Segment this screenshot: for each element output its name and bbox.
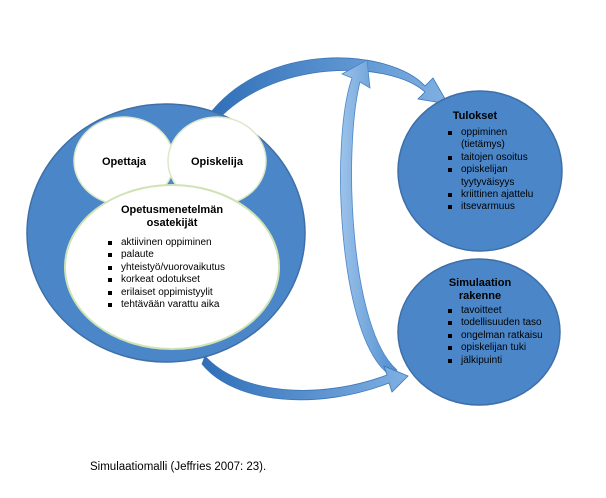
- list-item: korkeat odotukset: [107, 274, 257, 286]
- simulation-title: Simulaation rakenne: [448, 277, 512, 302]
- arrow-bottom: [201, 355, 409, 401]
- factors-circle: [64, 184, 280, 350]
- teacher-label: Opettaja: [101, 156, 146, 168]
- list-item: jälkipuinti: [447, 355, 547, 367]
- list-item: opiskelijan tyytyväisyys: [447, 164, 547, 189]
- factors-list: aktiivinen oppiminen palaute yhteistyö/v…: [107, 237, 257, 311]
- list-item: erilaiset oppimistyylit: [107, 287, 257, 299]
- results-circle: [397, 90, 563, 252]
- arrow-vertical: [340, 59, 398, 376]
- simulation-list: tavoitteet todellisuuden taso ongelman r…: [447, 305, 547, 367]
- list-item: palaute: [107, 249, 257, 261]
- list-item: tehtävään varattu aika: [107, 299, 257, 311]
- list-item: oppiminen (tietämys): [447, 127, 547, 152]
- factors-title: Opetusmenetelmän osatekijät: [120, 204, 224, 229]
- list-item: todellisuuden taso: [447, 317, 547, 329]
- list-item: yhteistyö/vuorovaikutus: [107, 262, 257, 274]
- results-list: oppiminen (tietämys) taitojen osoitus op…: [447, 127, 547, 214]
- list-item: opiskelijan tuki: [447, 342, 547, 354]
- arrow-top: [207, 57, 449, 125]
- list-item: kriittinen ajattelu: [447, 189, 547, 201]
- list-item: aktiivinen oppiminen: [107, 237, 257, 249]
- results-title: Tulokset: [452, 110, 498, 122]
- student-label: Opiskelija: [191, 156, 243, 168]
- list-item: itsevarmuus: [447, 201, 547, 213]
- simulation-circle: [397, 258, 561, 406]
- list-item: tavoitteet: [447, 305, 547, 317]
- figure-caption: Simulaatiomalli (Jeffries 2007: 23).: [90, 461, 267, 473]
- list-item: taitojen osoitus: [447, 152, 547, 164]
- list-item: ongelman ratkaisu: [447, 330, 547, 342]
